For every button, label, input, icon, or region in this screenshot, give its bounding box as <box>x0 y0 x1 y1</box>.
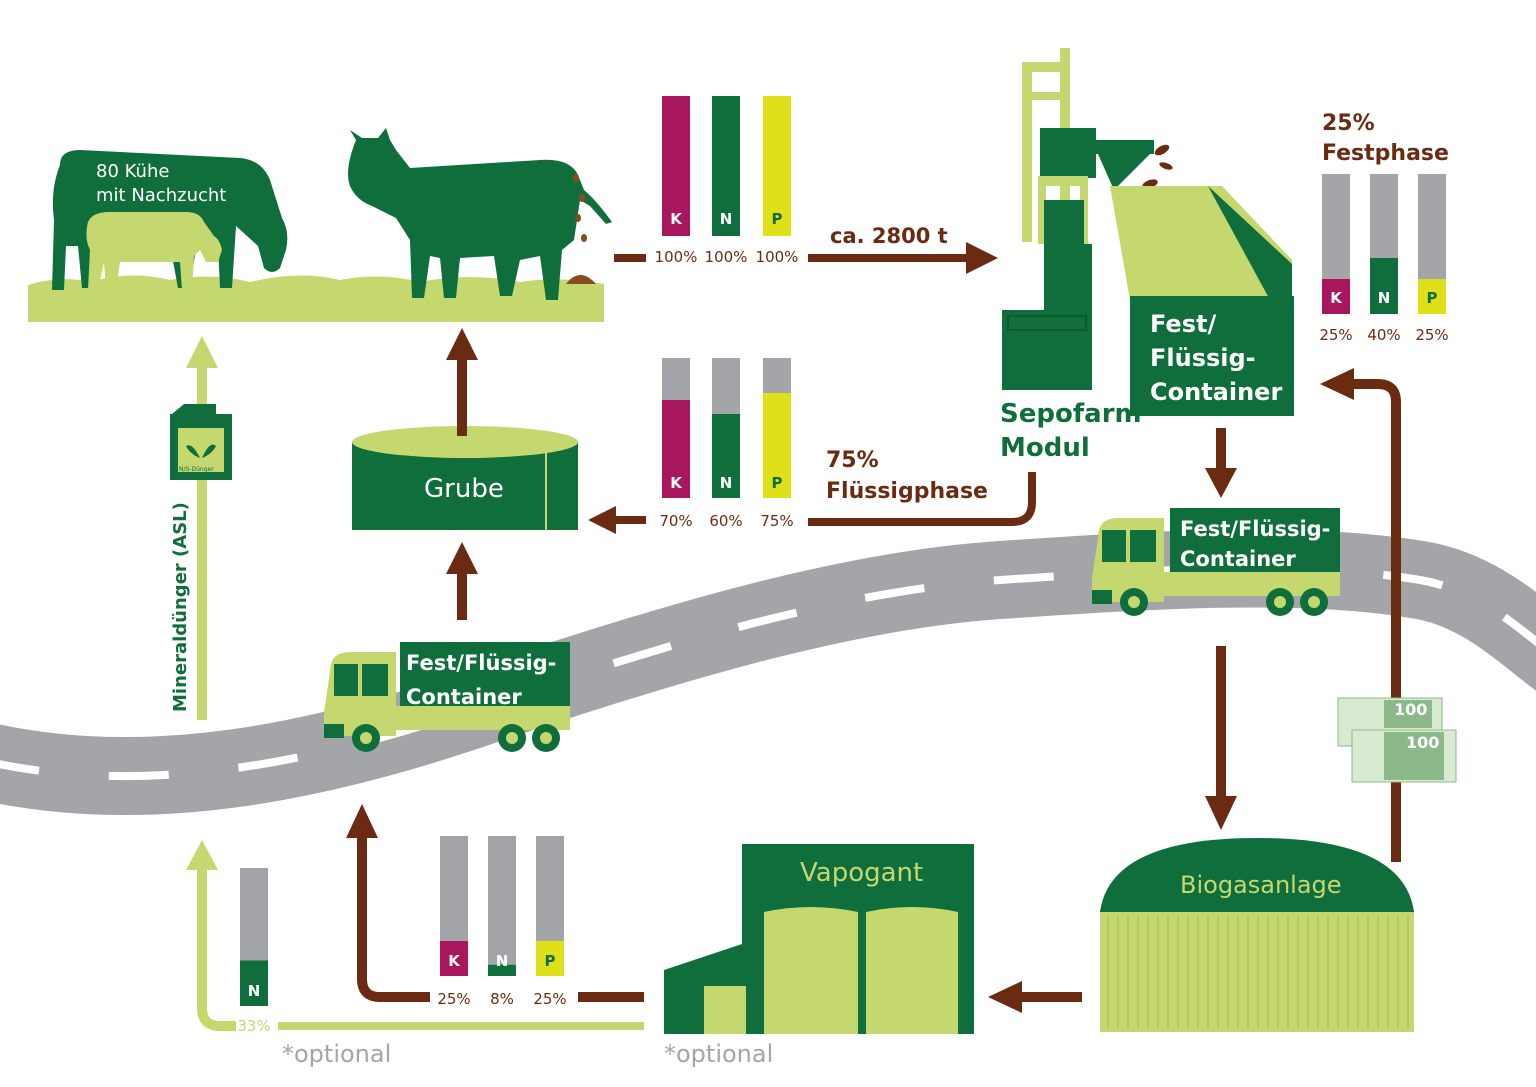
bars-input-group: K 100% N 100% P 100% <box>655 96 799 266</box>
arrow-vapogant-to-truck <box>346 804 644 1002</box>
truck-right-icon <box>1092 508 1340 616</box>
mineral-label: Mineraldünger (ASL) <box>170 502 191 712</box>
cow-standing-icon <box>348 128 612 300</box>
bar-letter-p: P <box>772 474 783 492</box>
bars-liquid-group: K 70% N 60% P 75% <box>659 358 794 530</box>
pit-label: Grube <box>424 474 504 504</box>
flow-top-label: ca. 2800 t <box>830 224 948 248</box>
bar-letter-k: K <box>670 474 683 492</box>
liquid-phase-title-1: 75% <box>826 448 879 473</box>
bar-k <box>662 96 690 236</box>
bar-letter-p: P <box>545 952 556 970</box>
bar-p <box>763 393 791 498</box>
manure-drops-icon <box>566 174 596 284</box>
bar-value-p: 100% <box>756 248 799 266</box>
bar-value-n: 33% <box>237 1017 270 1035</box>
bar-k <box>440 941 468 976</box>
bar-letter-k: K <box>1330 289 1343 307</box>
arrow-pit-to-cows <box>446 328 478 436</box>
bar-value-n: 100% <box>705 248 748 266</box>
truck-left-label-2: Container <box>406 685 522 709</box>
bar-value-n: 8% <box>490 990 514 1008</box>
bar-n-optional-group: N 33% <box>237 868 271 1035</box>
calf-icon <box>86 212 223 290</box>
bar-letter-n: N <box>720 474 733 492</box>
bar-k <box>662 400 690 498</box>
road <box>0 529 1536 816</box>
bar-value-n: 60% <box>709 512 742 530</box>
container-top-label-2: Flüssig- <box>1150 344 1256 372</box>
pit-icon <box>352 426 578 530</box>
arrow-truck-to-biogas <box>1205 646 1237 830</box>
canister-icon <box>170 404 232 480</box>
bar-letter-k: K <box>670 210 683 228</box>
bar-n <box>712 96 740 236</box>
arrow-vapogant-optional <box>186 840 644 1031</box>
meadow <box>28 275 604 322</box>
bar-letter-n: N <box>496 952 509 970</box>
bar-value-k: 70% <box>659 512 692 530</box>
container-top-icon <box>1110 186 1294 416</box>
mineral-arrow <box>186 336 218 720</box>
bar-p <box>763 96 791 236</box>
sepofarm-label-2: Modul <box>1000 433 1090 463</box>
vapogant-label: Vapogant <box>800 858 923 888</box>
money-note-1: 100 <box>1394 700 1427 719</box>
bar-n <box>1370 258 1398 314</box>
arrow-separator-to-pit <box>588 472 1036 534</box>
money-icon <box>1337 697 1457 783</box>
optional-left-label: *optional <box>282 1040 391 1068</box>
cows-label-1: 80 Kühe <box>96 161 169 182</box>
bars-vapogant-group: K 25% N 8% P 25% <box>437 836 567 1008</box>
bar-letter-k: K <box>448 952 461 970</box>
truck-right-label-1: Fest/Flüssig- <box>1180 517 1330 541</box>
cows-label-2: mit Nachzucht <box>96 185 226 206</box>
container-top-label-1: Fest/ <box>1150 310 1216 338</box>
bar-letter-n: N <box>1378 289 1391 307</box>
solid-phase-title-1: 25% <box>1322 111 1375 136</box>
money-note-2: 100 <box>1406 733 1439 752</box>
arrow-cows-to-bars <box>614 254 646 262</box>
optional-right-label: *optional <box>664 1040 773 1068</box>
bar-value-n: 40% <box>1367 326 1400 344</box>
bar-letter-p: P <box>1427 289 1438 307</box>
bar-n <box>240 960 268 1006</box>
bar-k <box>1322 279 1350 314</box>
arrow-biogas-to-vapogant <box>988 981 1082 1013</box>
vapogant-building-icon <box>664 844 974 1034</box>
bar-bg-n <box>488 836 516 976</box>
sepofarm-label-1: Sepofarm <box>1000 399 1142 429</box>
bar-letter-n: N <box>248 982 261 1000</box>
bar-value-p: 25% <box>1415 326 1448 344</box>
bar-value-k: 100% <box>655 248 698 266</box>
solid-phase-title-2: Festphase <box>1322 141 1449 166</box>
bar-p <box>1418 279 1446 314</box>
bar-n <box>712 414 740 498</box>
truck-left-icon <box>324 642 570 752</box>
bar-value-p: 25% <box>533 990 566 1008</box>
arrow-to-sepofarm <box>808 242 998 274</box>
bar-value-p: 75% <box>760 512 793 530</box>
bar-p <box>536 941 564 976</box>
truck-left-label-1: Fest/Flüssig- <box>406 651 556 675</box>
bars-solid-group: K 25% N 40% P 25% <box>1319 174 1449 344</box>
truck-right-label-2: Container <box>1180 547 1296 571</box>
arrow-biogas-to-container <box>1320 368 1401 862</box>
container-top-label-3: Container <box>1150 378 1282 406</box>
bar-value-k: 25% <box>1319 326 1352 344</box>
arrow-truck-to-pit <box>446 542 478 620</box>
arrow-container-to-truck <box>1205 428 1237 498</box>
sepofarm-machine-icon <box>1002 48 1154 390</box>
biogas-plant-icon <box>1100 838 1414 1032</box>
bar-letter-p: P <box>772 210 783 228</box>
bar-value-k: 25% <box>437 990 470 1008</box>
bar-n <box>488 964 516 976</box>
canister-label: N/S-Dünger <box>179 466 214 473</box>
biogas-label: Biogasanlage <box>1180 871 1342 899</box>
liquid-phase-title-2: Flüssigphase <box>826 479 988 504</box>
bar-letter-n: N <box>720 210 733 228</box>
